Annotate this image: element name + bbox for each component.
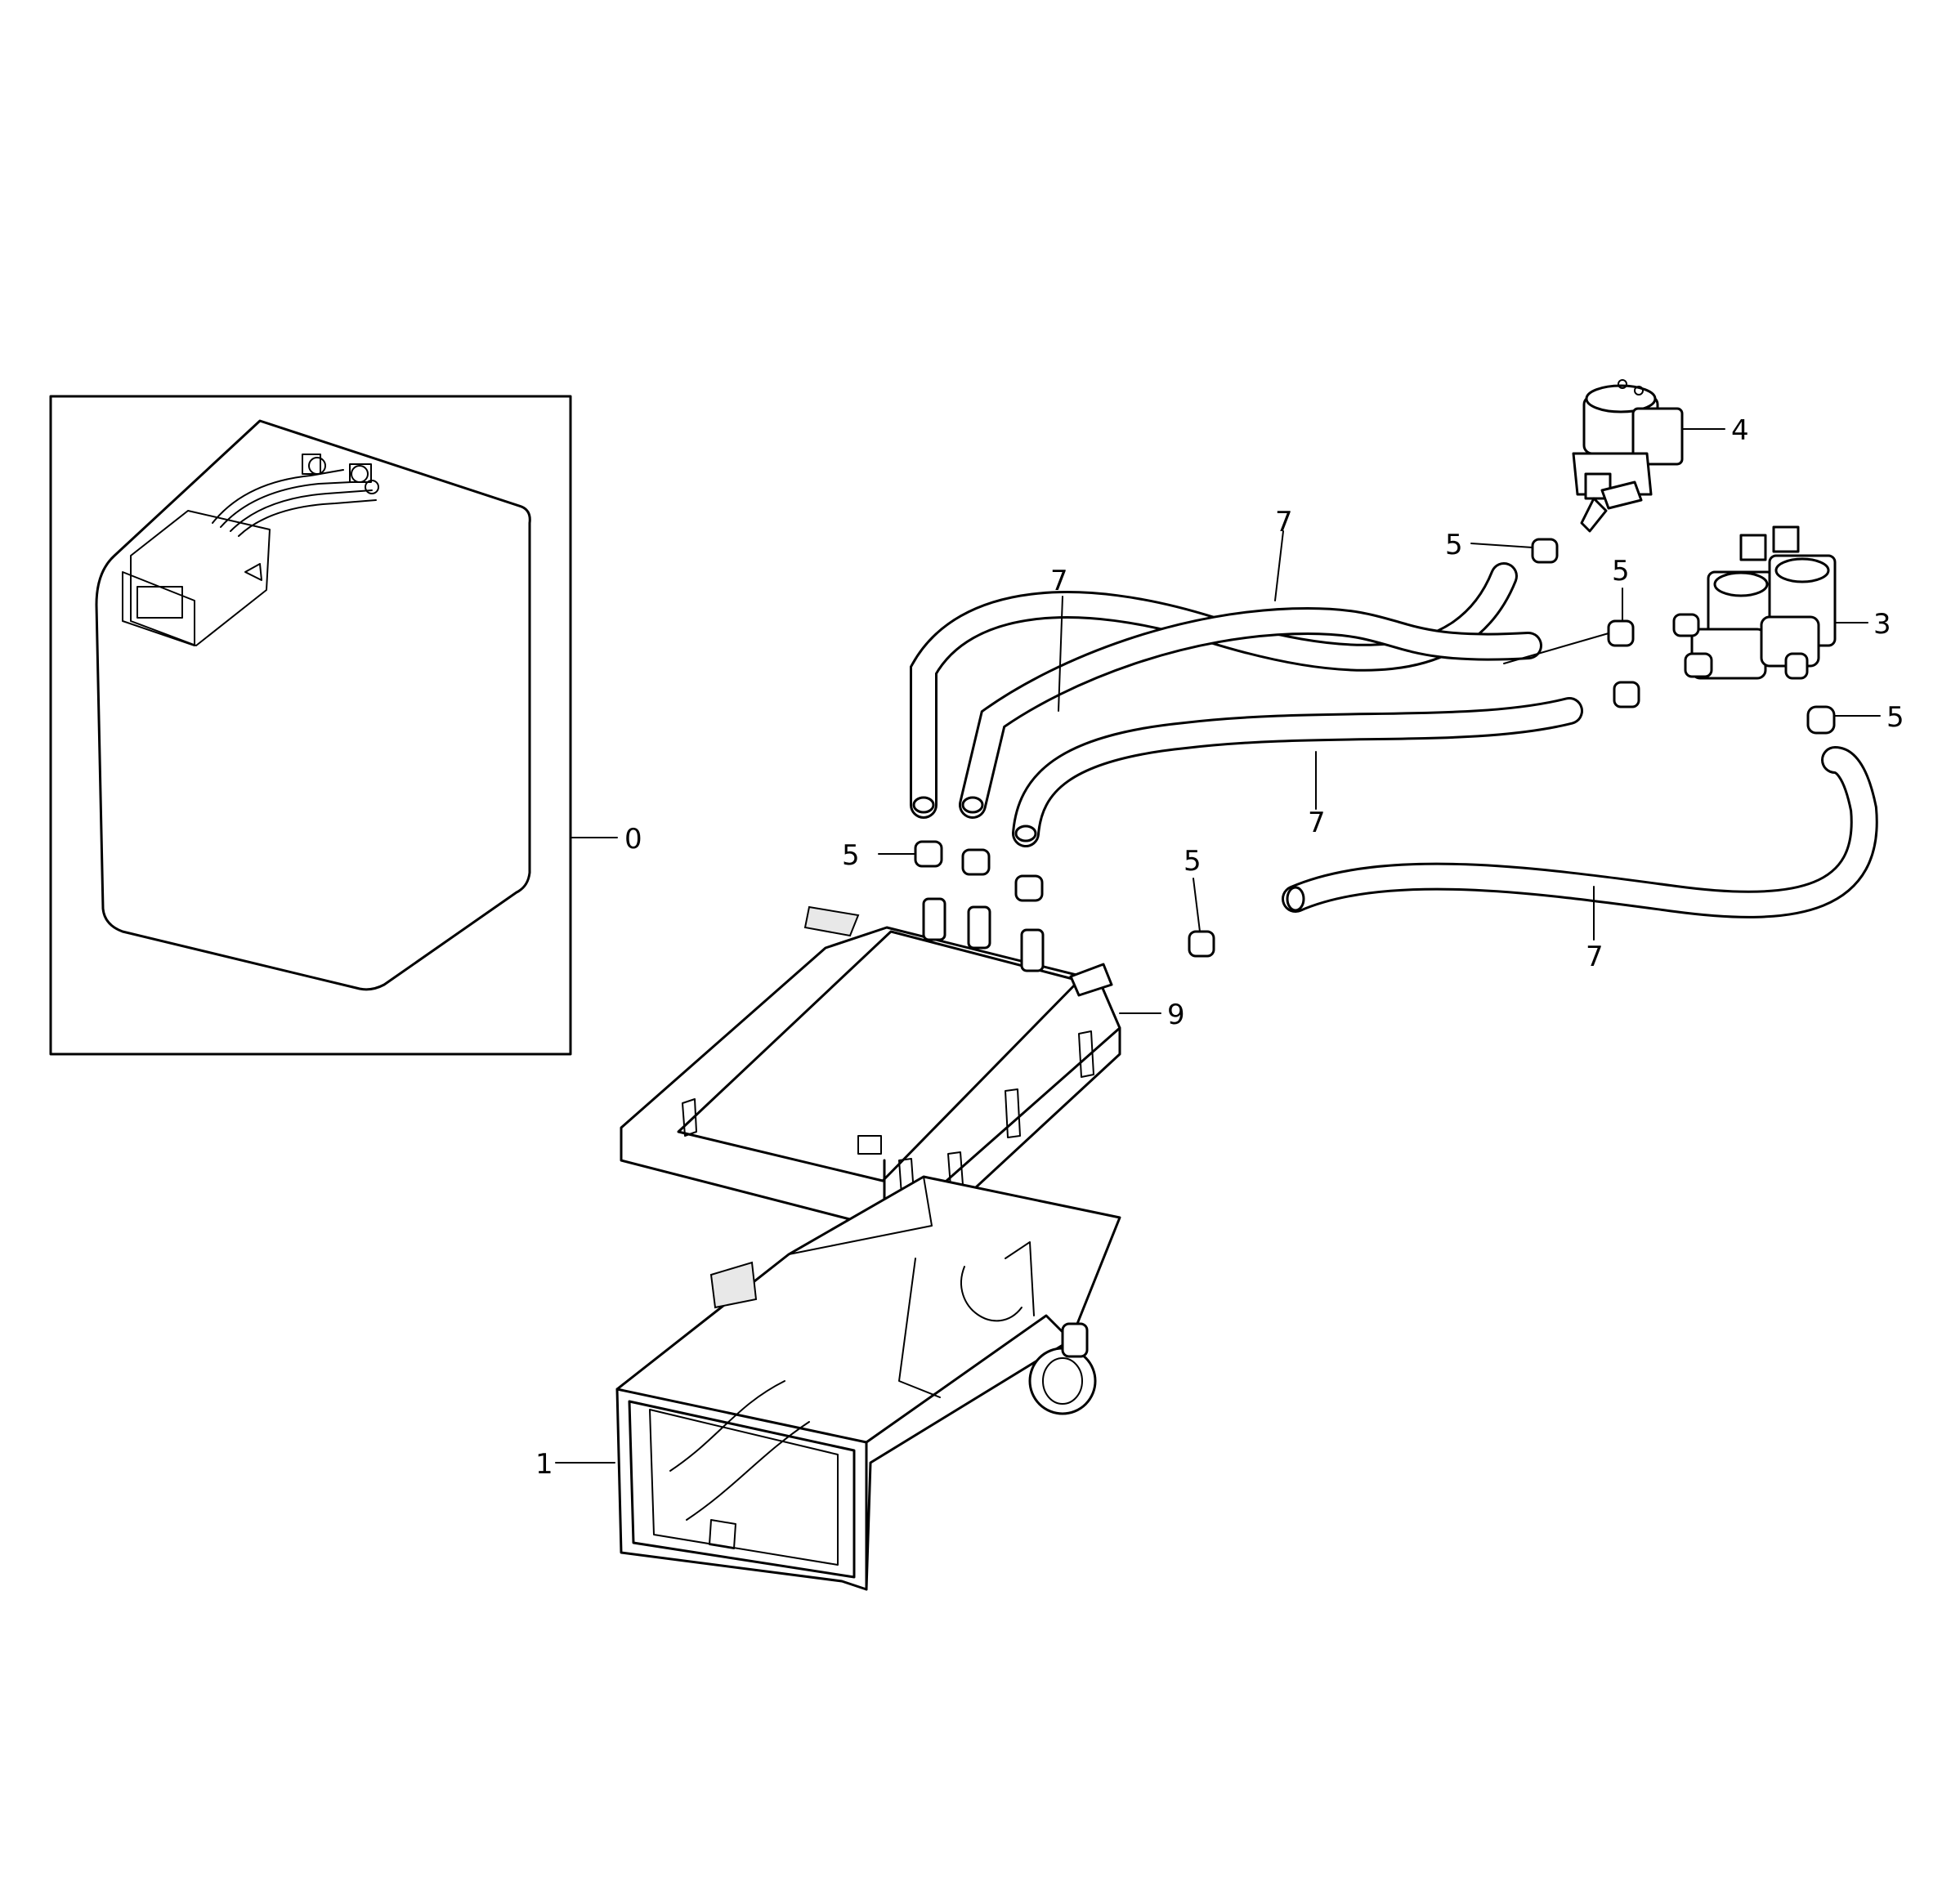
callout-5-c: 5: [1886, 701, 1904, 734]
leader-lines: [555, 428, 1881, 1464]
dispenser-housing: [615, 1175, 1121, 1591]
callout-5-b: 5: [1612, 555, 1630, 588]
callout-7-b: 7: [1050, 565, 1068, 597]
single-water-valve: [1572, 379, 1684, 533]
callout-4: 4: [1731, 414, 1749, 447]
callout-3: 3: [1873, 608, 1891, 641]
callout-1: 1: [535, 1448, 553, 1481]
assembly-inset-box: [49, 395, 572, 1056]
callout-5-d: 5: [1184, 845, 1202, 878]
callout-5-e: 5: [842, 839, 860, 872]
dispenser-cover: [620, 897, 1121, 1266]
hoses: [910, 562, 1878, 918]
callout-9: 9: [1167, 999, 1185, 1031]
double-water-valve: [1672, 525, 1837, 680]
callout-5-a: 5: [1445, 529, 1463, 561]
callout-7-c: 7: [1308, 807, 1326, 839]
callout-7-d: 7: [1586, 941, 1604, 973]
callout-labels: 0 1 3 4 5 5 5 5 5 7 7 7 7 9: [535, 414, 1904, 1481]
callout-0: 0: [624, 823, 642, 856]
callout-7-a: 7: [1275, 506, 1293, 539]
